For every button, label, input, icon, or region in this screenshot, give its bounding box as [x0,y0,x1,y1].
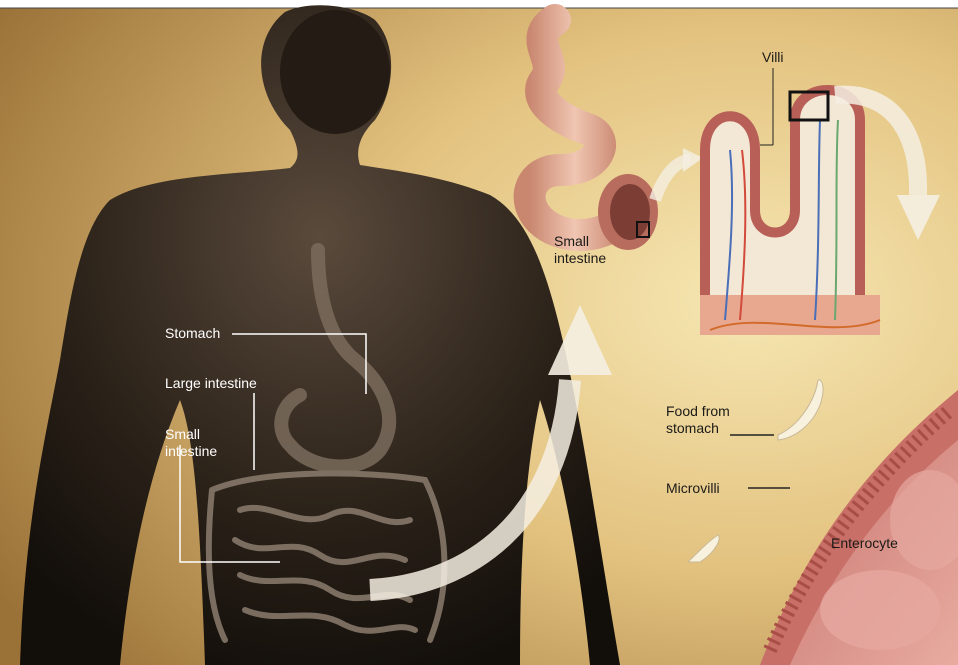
label-small-intestine-tube: Small intestine [554,233,606,267]
label-food-from-stomach: Food from stomach [666,403,730,437]
label-large-intestine: Large intestine [165,375,257,392]
label-microvilli: Microvilli [666,480,720,497]
label-villi: Villi [762,49,784,66]
label-stomach: Stomach [165,325,220,342]
label-small-intestine-body: Small intestine [165,426,217,460]
label-enterocyte: Enterocyte [831,535,898,552]
top-border [0,0,958,8]
